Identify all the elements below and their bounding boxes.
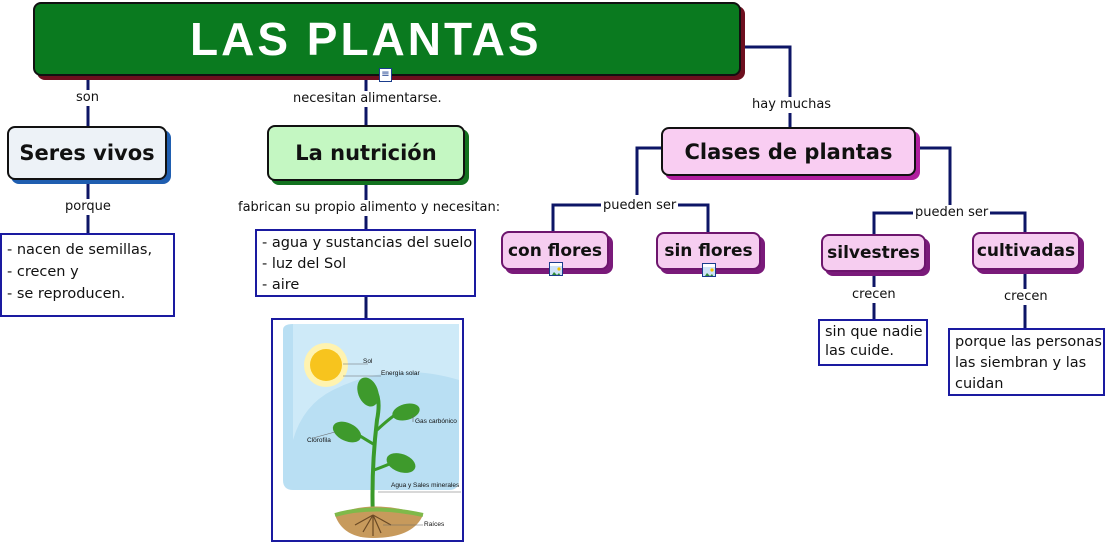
list-item: - luz del Sol [262, 256, 347, 272]
concept-nutricion[interactable]: La nutrición [267, 125, 465, 181]
link-crecen-1: crecen [850, 287, 898, 303]
concept-seres-vivos[interactable]: Seres vivos [7, 126, 167, 180]
link-necesitan: necesitan alimentarse. [291, 91, 444, 107]
concept-clases[interactable]: Clases de plantas [661, 127, 916, 176]
link-pueden-ser-2: pueden ser [913, 205, 991, 221]
link-son: son [74, 90, 101, 106]
concept-sin-flores-label: sin flores [664, 241, 753, 261]
list-item: - crecen y [7, 264, 79, 280]
concept-silvestres-label: silvestres [827, 243, 920, 263]
link-hay-muchas: hay muchas [750, 97, 834, 113]
list-item: sin que nadie [825, 324, 923, 340]
image-icon[interactable] [702, 263, 716, 277]
concept-clases-label: Clases de plantas [684, 139, 893, 164]
diagram-label-sol: Sol [363, 358, 373, 365]
list-item: - se reproducen. [7, 286, 126, 302]
list-item: - nacen de semillas, [7, 242, 153, 258]
diagram-label-raices: Raíces [424, 521, 445, 528]
document-icon[interactable]: ≡ [379, 68, 392, 82]
list-seres-vivos: - nacen de semillas, - crecen y - se rep… [0, 233, 175, 317]
list-item: cuidan [955, 376, 1004, 392]
image-icon[interactable] [549, 262, 563, 276]
list-item: - agua y sustancias del suelo [262, 235, 473, 251]
plant-illustration [283, 324, 461, 538]
title-text: LAS PLANTAS [190, 13, 542, 65]
link-crecen-2: crecen [1002, 289, 1050, 305]
concept-silvestres[interactable]: silvestres [821, 234, 926, 272]
title-node[interactable]: LAS PLANTAS [33, 2, 741, 76]
concept-cultivadas[interactable]: cultivadas [972, 232, 1080, 270]
link-porque: porque [63, 199, 113, 215]
diagram-label-energia: Energía solar [381, 370, 420, 377]
photosynthesis-image: Sol Energía solar Gas carbónico Clorofil… [271, 318, 464, 542]
concept-con-flores-label: con flores [507, 240, 603, 261]
diagram-label-agua: Agua y Sales minerales [391, 482, 460, 489]
link-fabrican: fabrican su propio alimento y necesitan: [236, 200, 503, 216]
concept-nutricion-label: La nutrición [295, 141, 437, 165]
list-item: - aire [262, 277, 300, 293]
diagram-label-clorofila: Clorofila [307, 437, 331, 444]
list-item: porque las personas [955, 334, 1102, 350]
list-item: las siembran y las [955, 355, 1087, 371]
concept-seres-vivos-label: Seres vivos [19, 141, 155, 165]
link-pueden-ser-1: pueden ser [601, 198, 679, 214]
list-cultivadas: porque las personas las siembran y las c… [948, 328, 1105, 396]
list-nutricion: - agua y sustancias del suelo - luz del … [255, 229, 476, 297]
concept-cultivadas-label: cultivadas [976, 241, 1076, 261]
diagram-label-gas: Gas carbónico [415, 418, 457, 425]
list-item: las cuide. [825, 343, 895, 359]
list-silvestres: sin que nadie las cuide. [818, 319, 928, 366]
